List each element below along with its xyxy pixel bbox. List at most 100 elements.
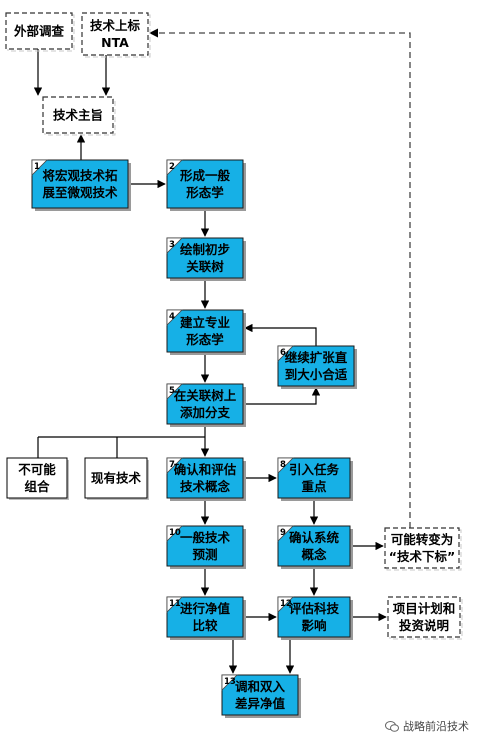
node-label-line: 形态学	[186, 332, 224, 347]
node-label-line: 关联树	[186, 259, 224, 274]
node-label-line: 进行净值	[180, 601, 231, 616]
node-box	[6, 457, 68, 499]
node-label-line: 预测	[192, 547, 217, 562]
node-number: 4	[169, 312, 175, 322]
node-label-line: 建立专业	[180, 315, 231, 330]
node-theme: 技术主旨	[42, 96, 116, 136]
node-box	[166, 457, 244, 499]
node-label-line: 比较	[192, 618, 218, 633]
node-number: 13	[224, 677, 236, 687]
node-label-line: 确认系统	[289, 530, 340, 545]
node-label-line: 技术概念	[180, 479, 231, 494]
node-number-tab	[166, 383, 183, 400]
node-label-line: 展至微观技术	[42, 185, 118, 200]
node-number-tab	[166, 525, 183, 542]
node-label-line: 技术主旨	[53, 108, 103, 123]
node-label-line: 一般技术	[180, 530, 231, 545]
node-box	[31, 159, 129, 209]
node-label-line: 现有技术	[91, 471, 142, 486]
node-box	[166, 159, 244, 209]
arrow-n5-to-n6	[243, 387, 321, 405]
node-label-line: 组合	[24, 479, 50, 494]
node-box	[5, 12, 73, 50]
node-label-line: 添加分支	[180, 405, 231, 420]
node-number: 11	[169, 599, 181, 609]
node-number: 3	[169, 240, 175, 250]
node-number-tab	[277, 457, 294, 474]
node-label-line: 引入任务	[289, 462, 340, 477]
node-number-tab	[277, 596, 294, 613]
watermark: 战略前沿技术	[385, 718, 469, 734]
node-number: 1	[34, 162, 40, 172]
node-label-line: 调和双入	[235, 679, 286, 694]
node-label-line: 技术上标	[90, 18, 141, 33]
node-box	[166, 383, 244, 425]
node-label-line: 评估科技	[289, 601, 340, 616]
node-existing: 现有技术	[84, 457, 149, 500]
node-label-line: 在关联树上	[174, 388, 237, 403]
node-number-tab	[221, 674, 238, 691]
arrow-n6-to-n4	[244, 323, 317, 346]
node-box	[221, 674, 299, 716]
node-box	[277, 596, 351, 638]
node-label-line: 不可能	[18, 462, 56, 477]
node-number: 9	[280, 528, 286, 538]
wechat-icon	[385, 720, 399, 732]
node-number-tab	[166, 596, 183, 613]
node-label-line: 继续扩张直	[285, 350, 348, 365]
node-box	[277, 345, 355, 387]
node-box	[387, 596, 461, 638]
node-box	[166, 237, 244, 279]
node-box	[166, 309, 244, 353]
node-number: 2	[169, 162, 175, 172]
node-box	[277, 525, 351, 567]
node-label-line: 确认和评估	[174, 462, 237, 477]
node-number-tab	[166, 309, 183, 326]
node-label-line: 重点	[301, 479, 327, 494]
node-label-line: 形成一般	[180, 168, 231, 183]
node-label-line: 将宏观技术拓	[42, 168, 118, 183]
dashed-feedback-to-nta	[149, 28, 411, 528]
node-number-tab	[166, 457, 183, 474]
node-box	[166, 525, 244, 567]
node-label-line: 影响	[301, 618, 326, 633]
node-ext: 外部调查	[5, 12, 75, 52]
node-box	[277, 457, 351, 499]
node-label-line: 投资说明	[399, 618, 449, 633]
node-maybe: 可能转变为“技术下标”	[384, 527, 462, 571]
connectors	[33, 28, 411, 674]
node-number: 5	[169, 386, 175, 396]
watermark-text: 战略前沿技术	[403, 720, 469, 733]
node-number-tab	[166, 159, 183, 176]
node-label-line: 差异净值	[234, 696, 286, 711]
node-number: 10	[169, 528, 181, 538]
node-box	[84, 457, 148, 499]
node-number-tab	[277, 525, 294, 542]
node-box	[384, 527, 460, 569]
node-box	[166, 596, 244, 638]
node-number: 12	[280, 599, 292, 609]
node-label-line: 绘制初步	[180, 242, 230, 257]
node-number-tab	[166, 237, 183, 254]
node-label-line: 外部调查	[13, 24, 65, 39]
node-number: 6	[280, 348, 286, 358]
node-box	[42, 96, 114, 134]
node-number-tab	[31, 159, 48, 176]
node-label-line: 到大小合适	[285, 367, 348, 382]
node-box	[81, 12, 149, 56]
